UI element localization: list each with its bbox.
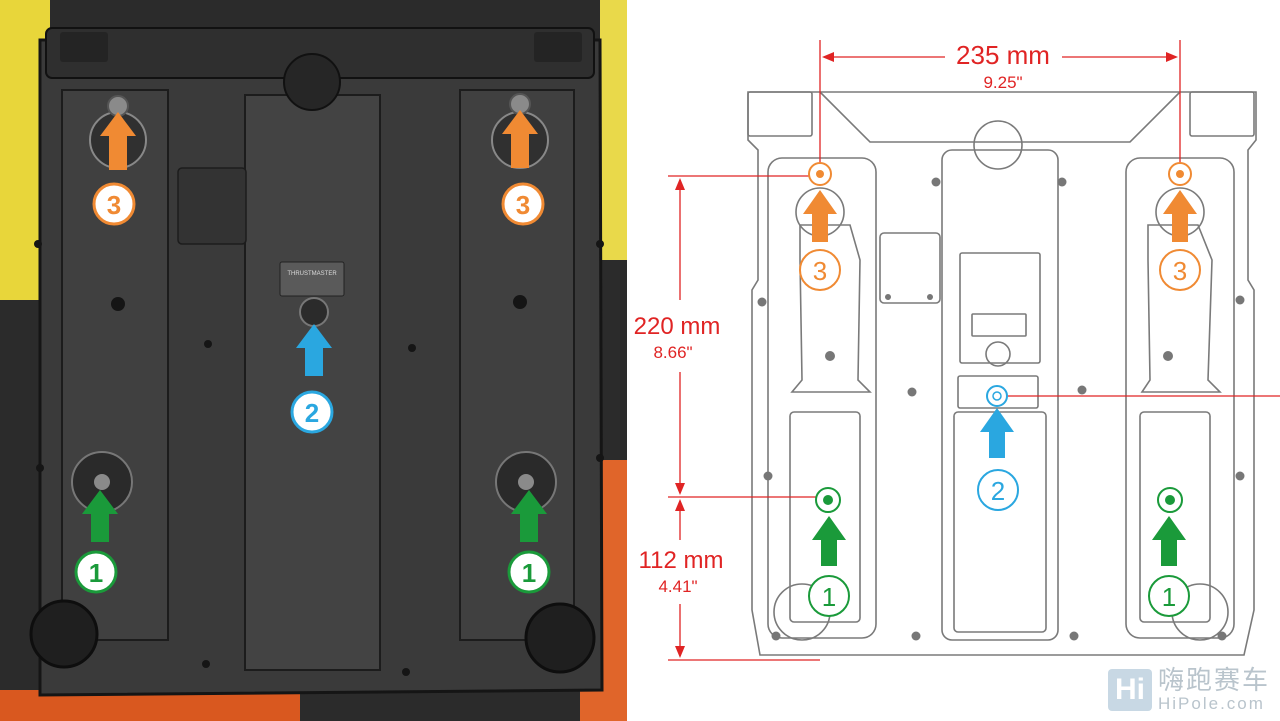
- photo-bumper-right: [524, 602, 596, 674]
- drawing-arrow-2: [980, 408, 1014, 458]
- pedal-base-photo: THRUSTMASTER: [0, 0, 627, 721]
- photo-arrow-1-left: [82, 490, 118, 542]
- photo-badge-1-left: 1: [74, 550, 118, 594]
- photo-badge-2-number: 2: [305, 398, 319, 428]
- drawing-arrow-3-left: [803, 190, 837, 242]
- dim-height-mm: 220 mm: [634, 313, 721, 340]
- technical-drawing: 235 mm 9.25" 220 mm 8.66" 112 mm 4.41": [634, 40, 1280, 661]
- top-right-grip: [534, 32, 582, 62]
- photo-arrow-1-right: [511, 490, 547, 542]
- photo-mount-2: [299, 297, 329, 327]
- photo-arrow-2: [296, 324, 332, 376]
- dim-lower-mm: 112 mm: [639, 547, 724, 574]
- photo-badge-3-left-number: 3: [107, 190, 121, 220]
- dim-height-in: 8.66": [653, 343, 692, 362]
- photo-badge-1-right: 1: [507, 550, 551, 594]
- photo-screws: [34, 240, 604, 676]
- drawing-arrow-1-left: [812, 516, 846, 566]
- photo-panel: THRUSTMASTER: [0, 0, 627, 721]
- photo-bumper-left: [29, 599, 99, 669]
- dim-width-mm: 235 mm: [956, 40, 1050, 70]
- watermark-en: HiPole.com: [1157, 694, 1265, 714]
- top-center-knob: [283, 53, 341, 111]
- photo-bolt-1-right: [518, 474, 534, 490]
- product-label-brand: THRUSTMASTER: [287, 271, 337, 277]
- watermark-logo: Hi: [1107, 669, 1152, 712]
- top-left-grip: [60, 32, 108, 62]
- photo-badge-3-right-number: 3: [516, 190, 530, 220]
- photo-badge-2-center: 2: [290, 390, 334, 434]
- drawing-screws: [757, 177, 1245, 641]
- drawing-badge-3-left-number: 3: [813, 256, 827, 286]
- drawing-badge-1-right: 1: [1148, 575, 1190, 617]
- left-channel: [61, 89, 169, 641]
- drawing-mount-2-dot: [992, 391, 1002, 401]
- product-label: [279, 261, 345, 297]
- photo-arrow-3-left: [100, 112, 136, 170]
- drawing-mount-3-right-dot: [1176, 170, 1184, 178]
- photo-badge-1-right-number: 1: [522, 558, 536, 588]
- yellow-box-right: [600, 0, 627, 260]
- drawing-mount-1-right-dot: [1165, 495, 1175, 505]
- photo-badge-1-left-number: 1: [89, 558, 103, 588]
- dim-lower-in: 4.41": [658, 577, 697, 596]
- dim-width-in: 9.25": [983, 73, 1022, 92]
- photo-arrow-3-right: [502, 110, 538, 168]
- drawing-mount-3-left-dot: [816, 170, 824, 178]
- drawing-mount-1-left-dot: [823, 495, 833, 505]
- center-channel: [244, 94, 381, 671]
- photo-badge-3-left: 3: [92, 182, 136, 226]
- vent-block: [177, 167, 247, 245]
- drawing-badge-2-center: 2: [977, 469, 1019, 511]
- drawing-badge-3-right-number: 3: [1173, 256, 1187, 286]
- drawing-badge-2-number: 2: [991, 476, 1005, 506]
- site-watermark: Hi 嗨跑赛车 HiPole.com: [1107, 665, 1270, 714]
- photo-badge-3-right: 3: [501, 182, 545, 226]
- watermark-text: 嗨跑赛车 HiPole.com: [1157, 665, 1270, 714]
- drawing-badge-1-right-number: 1: [1162, 582, 1176, 612]
- drawing-panel: 235 mm 9.25" 220 mm 8.66" 112 mm 4.41": [627, 0, 1280, 721]
- watermark-cn: 嗨跑赛车: [1157, 665, 1270, 696]
- drawing-outline: [747, 91, 1257, 656]
- drawing-badge-3-right: 3: [1159, 249, 1201, 291]
- drawing-badge-3-left: 3: [799, 249, 841, 291]
- dimension-lines: [668, 40, 1280, 661]
- photo-bolt-1-left: [94, 474, 110, 490]
- drawing-badge-1-left-number: 1: [822, 582, 836, 612]
- drawing-badge-1-left: 1: [808, 575, 850, 617]
- dimension-arrowheads: [675, 52, 1178, 658]
- drawing-arrow-1-right: [1152, 516, 1186, 566]
- drawing-arrow-3-right: [1163, 190, 1197, 242]
